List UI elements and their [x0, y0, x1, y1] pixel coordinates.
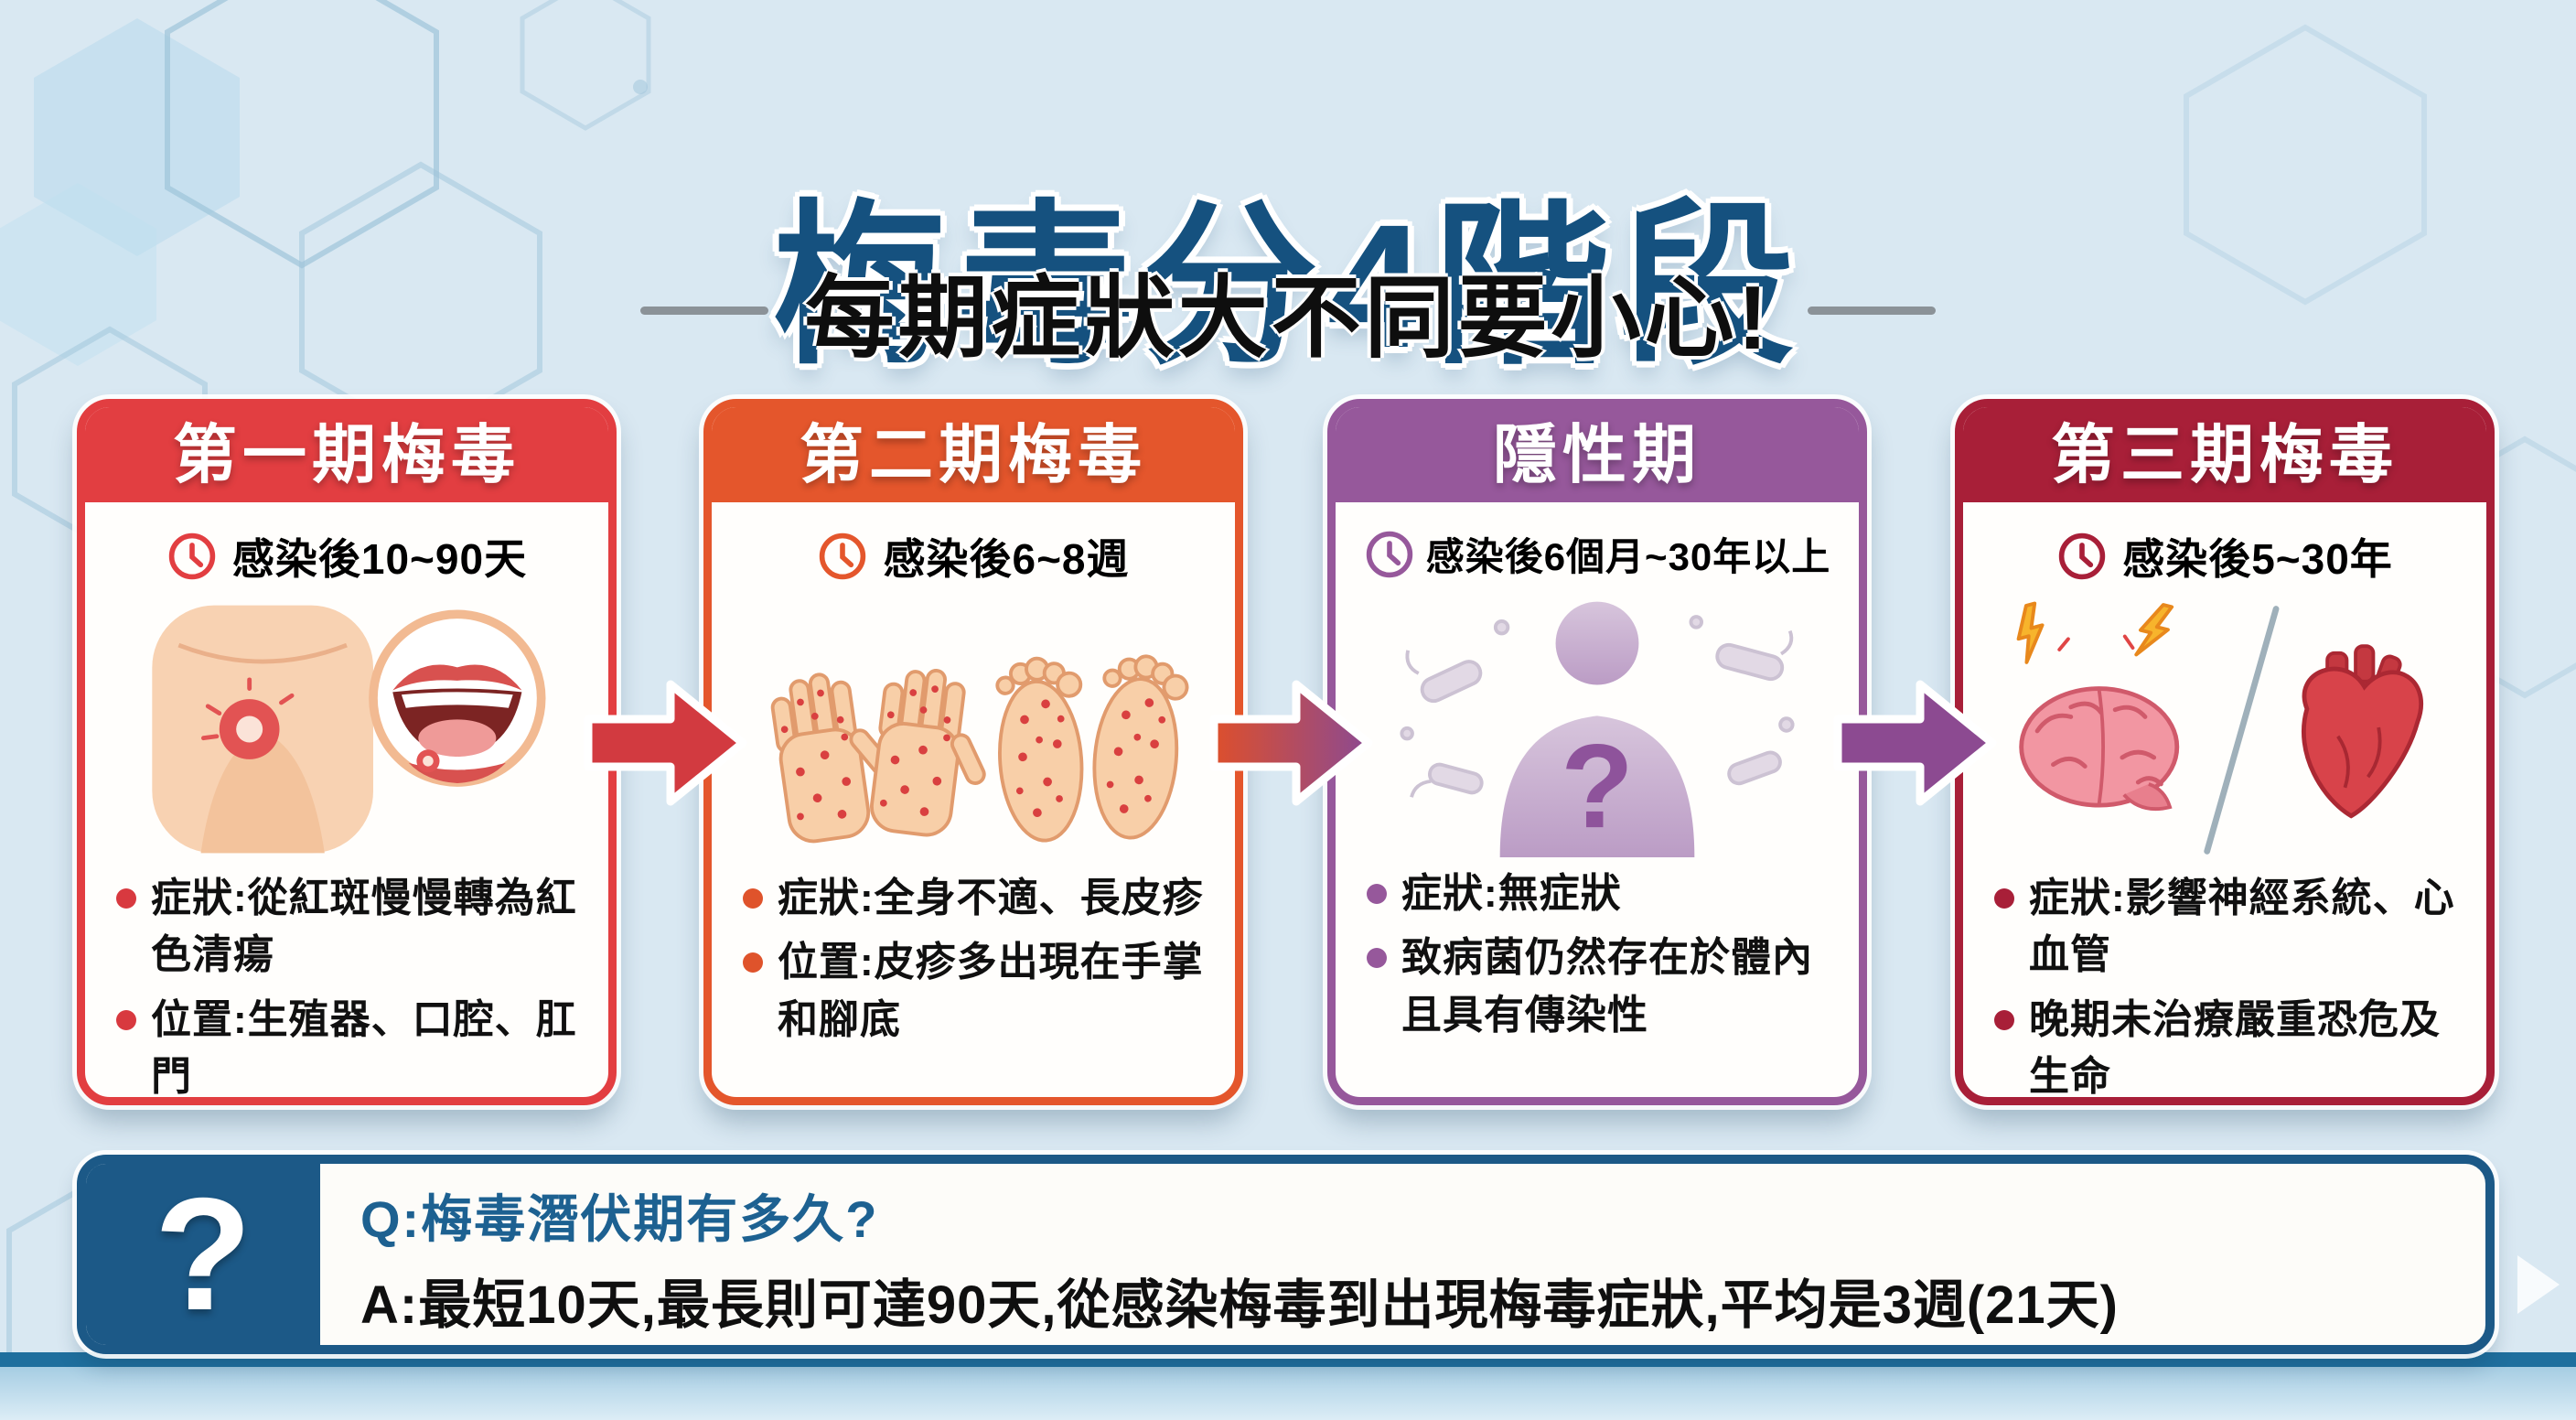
stage2-bullets: 症狀:全身不適、長皮疹 位置:皮疹多出現在手掌和腳底 [712, 866, 1235, 1049]
genital-sore-illustration [85, 592, 608, 866]
arrow-right-icon [584, 680, 747, 806]
stage3-time: 感染後6個月~30年以上 [1425, 535, 1831, 578]
question-mark-panel: ? [86, 1164, 320, 1345]
stage4-time: 感染後5~30年 [2122, 535, 2393, 583]
bullet-dot [743, 888, 763, 909]
subtitle-dash-left [639, 306, 768, 315]
bullet-dot [1994, 1009, 2014, 1030]
qa-section: ? Q:梅毒潛伏期有多久? A:最短10天,最長則可達90天,從感染梅毒到出現梅… [77, 1155, 2495, 1354]
list-item: 位置:皮疹多出現在手掌和腳底 [743, 934, 1204, 1049]
stage2-title: 第二期梅毒 [712, 407, 1235, 502]
stage-card-secondary-syphilis: 第二期梅毒 感染後6~8週 [703, 399, 1243, 1105]
subtitle-dash-right [1808, 306, 1937, 315]
stage-card-latent-period: 隱性期 感染後6個月~30年以上 ? [1327, 399, 1867, 1105]
subtitle-row: 每期症狀大不同要小心! [0, 245, 2576, 375]
stage1-time: 感染後10~90天 [231, 535, 528, 583]
list-item: 症狀:從紅斑慢慢轉為紅色清瘍 [116, 870, 577, 984]
clock-icon [1366, 531, 1412, 577]
question-mark-icon: ? [154, 1165, 252, 1344]
brain-heart-illustration [1963, 592, 2486, 866]
qa-question: Q:梅毒潛伏期有多久? [360, 1190, 879, 1248]
stage3-title: 隱性期 [1336, 407, 1859, 502]
arrow-right-icon [1209, 680, 1373, 806]
decor-arrow-icon [2517, 1255, 2560, 1314]
bullet-dot [1367, 884, 1387, 904]
bottom-decor-band [0, 1352, 2576, 1420]
stage4-bullets: 症狀:影響神經系統、心血管 晚期未治療嚴重恐危及生命 [1963, 866, 2486, 1097]
list-item: 致病菌仍然存在於體內且具有傳染性 [1367, 930, 1828, 1044]
stage1-time-row: 感染後10~90天 [85, 526, 608, 586]
bullet-dot [1367, 948, 1387, 969]
qa-answer: A:最短10天,最長則可達90天,從感染梅毒到出現梅毒症狀,平均是3週(21天) [360, 1275, 2119, 1335]
arrow-right-icon [1833, 680, 1997, 806]
stage2-time-row: 感染後6~8週 [712, 526, 1235, 586]
stage3-time-row: 感染後6個月~30年以上 [1336, 526, 1859, 582]
stage3-bullets: 症狀:無症狀 致病菌仍然存在於體內且具有傳染性 [1336, 862, 1859, 1044]
stage-card-tertiary-syphilis: 第三期梅毒 感染後5~30年 [1955, 399, 2495, 1105]
stage1-bullets: 症狀:從紅斑慢慢轉為紅色清瘍 位置:生殖器、口腔、肛門 [85, 866, 608, 1097]
stage-card-primary-syphilis: 第一期梅毒 感染後10~90天 症狀:從紅斑慢慢轉為紅色清瘍 位置:生殖器、口腔… [77, 399, 617, 1105]
page-subtitle: 每期症狀大不同要小心! [804, 267, 1772, 368]
bullet-dot [116, 1009, 136, 1030]
clock-icon [820, 532, 866, 580]
clock-icon [2058, 532, 2106, 580]
clock-icon [168, 532, 216, 580]
list-item: 晚期未治療嚴重恐危及生命 [1994, 992, 2455, 1097]
bullet-dot [1994, 888, 2014, 909]
list-item: 症狀:影響神經系統、心血管 [1994, 870, 2455, 984]
silhouette-question-illustration: ? [1336, 587, 1859, 862]
stage4-title: 第三期梅毒 [1963, 407, 2486, 502]
bullet-dot [116, 888, 136, 909]
question-mark-icon: ? [1561, 719, 1634, 853]
page-title: 梅毒分4階段 [772, 187, 1804, 384]
hands-feet-rash-illustration [712, 592, 1235, 866]
list-item: 位置:生殖器、口腔、肛門 [116, 992, 577, 1097]
bullet-dot [743, 952, 763, 974]
list-item: 症狀:無症狀 [1367, 866, 1828, 922]
stage1-title: 第一期梅毒 [85, 407, 608, 502]
stage4-time-row: 感染後5~30年 [1963, 526, 2486, 586]
qa-text-block: Q:梅毒潛伏期有多久? A:最短10天,最長則可達90天,從感染梅毒到出現梅毒症… [320, 1164, 2119, 1345]
list-item: 症狀:全身不適、長皮疹 [743, 870, 1204, 927]
stage2-time: 感染後6~8週 [883, 535, 1130, 583]
